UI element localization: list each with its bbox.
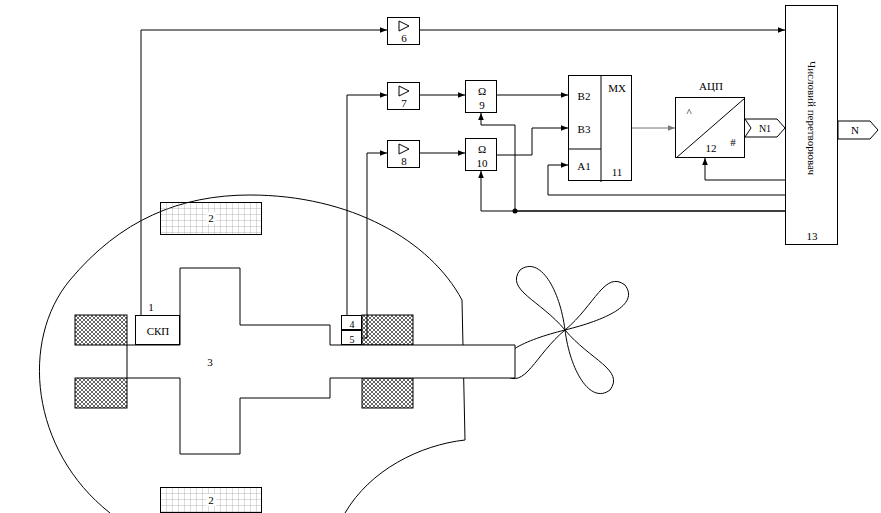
node-text: 2	[206, 212, 216, 224]
amplifier-symbol	[399, 21, 409, 31]
node-text: 10	[477, 157, 488, 169]
adc-diagonal	[676, 98, 745, 158]
signal-line	[420, 95, 465, 96]
output-label: N	[851, 124, 859, 136]
divider-line	[601, 76, 602, 182]
rotor-outline	[127, 268, 515, 454]
amplifier-box: 7	[387, 82, 420, 110]
node-text: 9	[479, 99, 485, 111]
node-text: 1	[148, 301, 154, 313]
adc-box: АЦП^#12	[675, 97, 745, 158]
amplifier-symbol	[399, 144, 409, 154]
stator-outline	[161, 203, 262, 235]
signal-line	[632, 128, 675, 129]
amplifier-box: 8	[387, 140, 420, 168]
signal-line	[420, 153, 465, 154]
node-text: 5	[350, 334, 355, 345]
node-text: 4	[350, 319, 355, 330]
encoder-box: 1СКП	[135, 315, 180, 345]
stator-outline	[161, 488, 262, 513]
bus-outline	[745, 119, 785, 137]
node-text: MX	[608, 82, 626, 94]
stator-block: 2	[160, 202, 262, 235]
amplifier-box: 6	[387, 17, 420, 45]
signal-line	[362, 153, 387, 338]
divider-line	[569, 149, 601, 150]
stator-block: 2	[160, 487, 262, 513]
signal-line	[497, 128, 568, 155]
node-text: 7	[401, 97, 407, 109]
node-text: 13	[807, 230, 818, 242]
sensor-box: 4	[341, 315, 362, 330]
fan	[501, 266, 628, 393]
rotor-shape-outline	[127, 268, 515, 455]
resistance-box: Ω9	[465, 80, 497, 113]
output-bus	[838, 121, 878, 139]
node-text: Ω	[478, 85, 486, 97]
node-text: #	[730, 136, 736, 148]
data-bus	[745, 119, 785, 137]
sensor-box: 5	[341, 330, 362, 345]
node-text: Числовий перетворювач	[806, 61, 818, 175]
node-text: 11	[612, 166, 623, 178]
node-text: 12	[706, 142, 717, 154]
converter-box: Числовий перетворювач 13	[785, 5, 838, 245]
signal-line	[141, 30, 387, 315]
node-text: Ω	[478, 143, 486, 155]
node-text: 3	[207, 356, 213, 368]
signal-line	[481, 171, 785, 211]
amplifier-symbol	[399, 86, 409, 96]
signal-line	[497, 95, 568, 96]
signal-line	[705, 158, 785, 180]
multiplexer-box: B2B3A1 MX 11	[568, 75, 632, 181]
node-text: 2	[206, 494, 216, 506]
signal-line	[420, 30, 785, 31]
resistance-box: Ω 10	[465, 138, 497, 171]
node-text: A1	[577, 160, 590, 172]
node-text: АЦП	[699, 80, 723, 92]
node-text: ^	[686, 106, 691, 118]
node-text: B2	[578, 90, 591, 102]
node-text: B3	[578, 123, 591, 135]
node-text: 8	[401, 155, 407, 167]
node-text: 6	[401, 32, 407, 44]
node-text: СКП	[147, 325, 170, 337]
rotor-shape: 3	[127, 268, 515, 455]
bus-label: N1	[759, 123, 771, 134]
